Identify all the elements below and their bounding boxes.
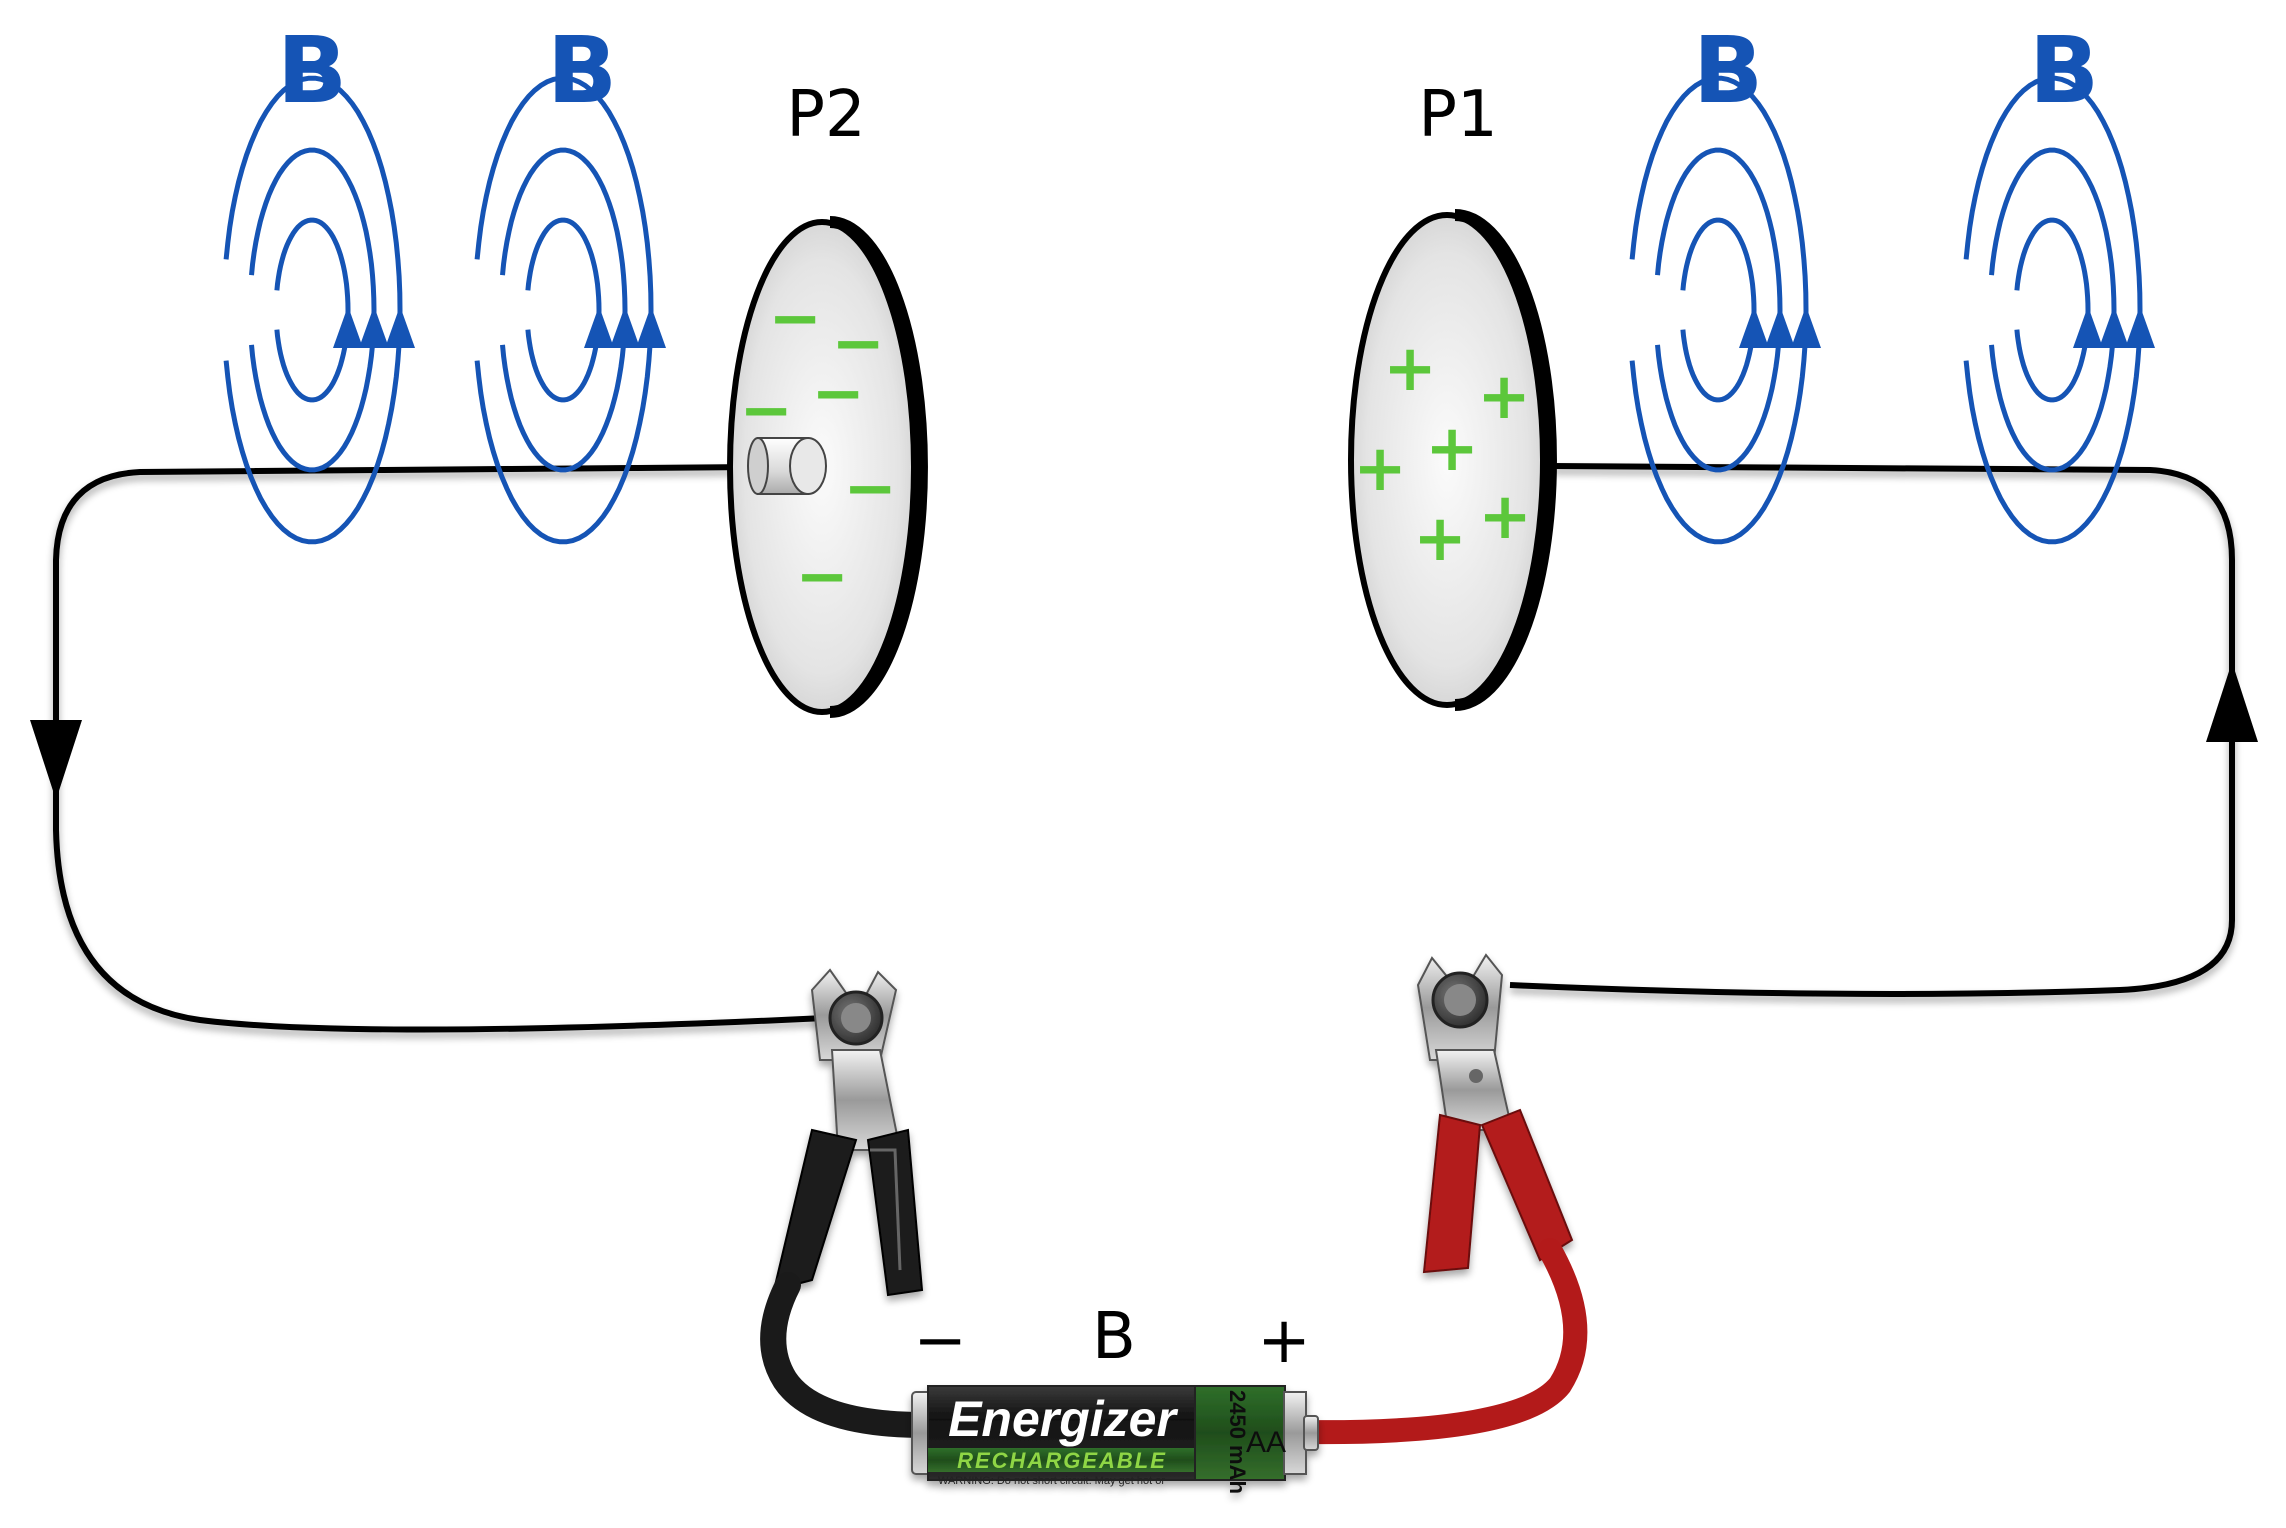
battery-capacity: 2450 mAh	[1225, 1390, 1250, 1494]
field-label-b2: B	[547, 17, 617, 124]
field-loops-2-arrow-2	[610, 306, 640, 348]
plate-p2: −−−−−−	[727, 216, 928, 718]
field-loops-4	[1963, 75, 2155, 545]
current-arrow-left	[30, 720, 82, 800]
field-loops-2	[474, 75, 666, 545]
positive-charge-4: +	[1353, 432, 1407, 506]
negative-charge-5: −	[843, 452, 897, 526]
wire-left	[53, 464, 826, 1033]
battery-warning: WARNING: Do not short circuit. May get h…	[938, 1475, 1165, 1487]
positive-charge-3: +	[1425, 412, 1479, 486]
field-loops-3-arrow-3	[1739, 306, 1769, 348]
negative-charge-3: −	[811, 357, 865, 431]
plate-p2-connector	[747, 437, 827, 495]
field-loops-1-ring-2	[249, 147, 377, 473]
field-loops-3-ring-3	[1680, 217, 1757, 403]
circuit-wire	[53, 463, 2235, 1033]
field-loops-4-arrow-2	[2099, 306, 2129, 348]
negative-charge-1: −	[768, 282, 822, 356]
field-loops-1-arrow-2	[359, 306, 389, 348]
positive-charge-6: +	[1413, 502, 1467, 576]
field-loops-4-ring-2	[1989, 147, 2117, 473]
battery: Energizer RECHARGEABLE WARNING: Do not s…	[911, 1385, 1319, 1494]
field-loops-1	[223, 75, 415, 545]
current-arrow-right	[2206, 662, 2258, 742]
negative-charge-2: −	[831, 307, 885, 381]
field-loops-4-arrow-3	[2073, 306, 2103, 348]
field-label-b3: B	[1693, 17, 1763, 124]
field-loops-3	[1629, 75, 1821, 545]
alligator-clip-negative	[772, 968, 924, 1297]
plate-p1-label: P1	[1418, 78, 1497, 152]
battery-label: B	[1092, 1300, 1136, 1374]
wire-right	[1509, 463, 2235, 997]
negative-charge-6: −	[795, 540, 849, 614]
positive-charge-1: +	[1383, 332, 1437, 406]
field-loops-1-arrow-1	[385, 306, 415, 348]
lead-positive	[1288, 1238, 1588, 1445]
magnetic-field-lines	[223, 75, 2155, 545]
field-loops-2-arrow-3	[584, 306, 614, 348]
field-loops-4-arrow-1	[2125, 306, 2155, 348]
field-loops-2-ring-3	[525, 217, 602, 403]
field-label-b4: B	[2029, 17, 2099, 124]
field-loops-3-arrow-1	[1791, 306, 1821, 348]
battery-subbrand: RECHARGEABLE	[957, 1448, 1167, 1473]
positive-charge-2: +	[1477, 360, 1531, 434]
field-loops-2-arrow-1	[636, 306, 666, 348]
battery-minus-label: −	[913, 1304, 967, 1378]
plate-p2-label: P2	[786, 78, 865, 152]
field-loops-4-ring-3	[2014, 217, 2091, 403]
battery-size: AA	[1246, 1426, 1286, 1459]
field-loops-2-ring-2	[500, 147, 628, 473]
plate-p1: ++++++	[1348, 209, 1557, 711]
field-loops-3-ring-2	[1655, 147, 1783, 473]
negative-charge-4: −	[739, 374, 793, 448]
field-loops-3-arrow-2	[1765, 306, 1795, 348]
battery-brand: Energizer	[948, 1391, 1178, 1447]
field-loops-1-ring-3	[274, 217, 351, 403]
battery-plus-label: +	[1257, 1304, 1311, 1378]
plate-p2-charges: −−−−−−	[739, 282, 897, 614]
field-loops-1-arrow-3	[333, 306, 363, 348]
field-label-b1: B	[277, 17, 347, 124]
positive-charge-5: +	[1478, 480, 1532, 554]
plate-p1-charges: ++++++	[1353, 332, 1532, 576]
alligator-clip-positive	[1416, 953, 1574, 1274]
lead-negative	[760, 1272, 938, 1438]
